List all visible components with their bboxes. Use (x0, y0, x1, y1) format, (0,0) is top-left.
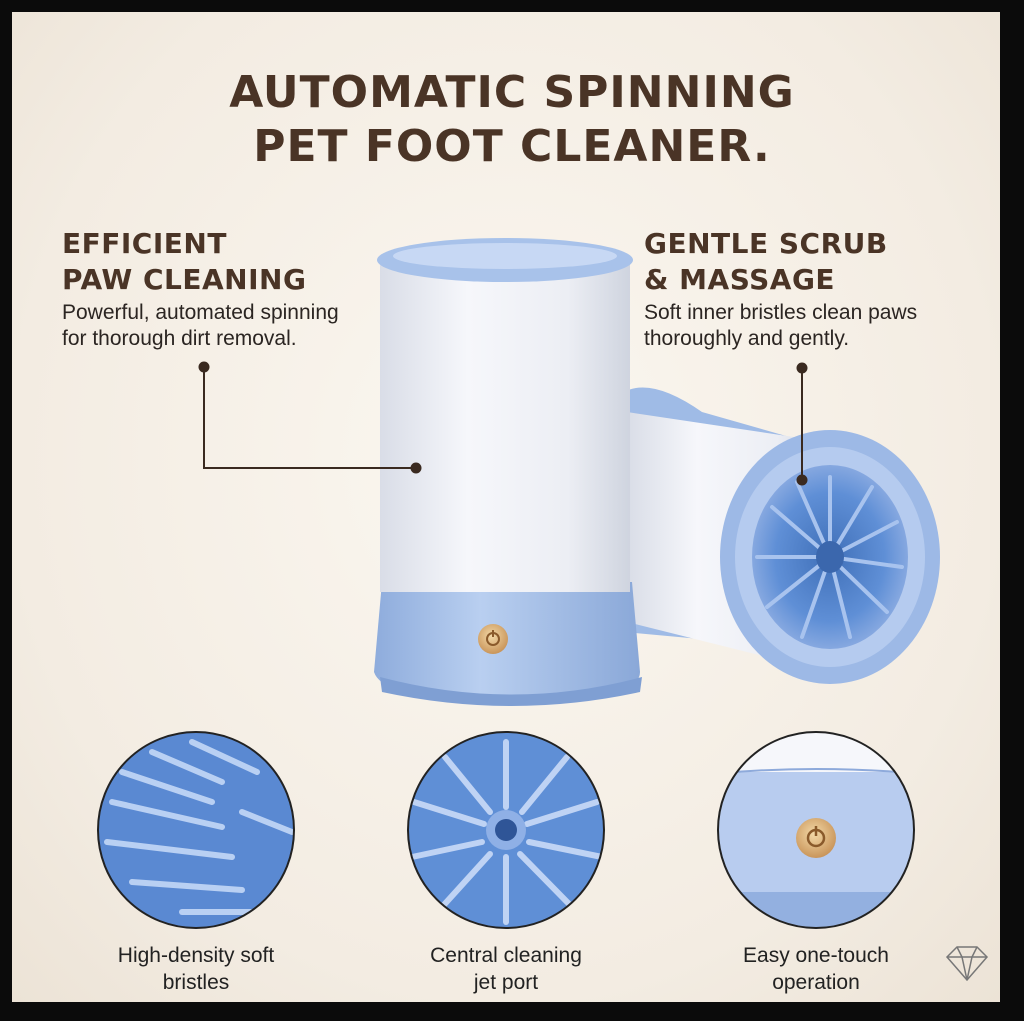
feature-left-body-line-2: for thorough dirt removal. (62, 327, 297, 350)
detail-caption-one-touch-line-1: Easy one-touch (743, 944, 889, 967)
detail-caption-bristles-line-2: bristles (162, 971, 230, 994)
detail-caption-jet-port: Central cleaning jet port (386, 942, 626, 996)
feature-right-heading-line-2: & MASSAGE (644, 263, 836, 296)
detail-caption-jet-port-line-1: Central cleaning (430, 944, 582, 967)
detail-caption-one-touch-line-2: operation (772, 971, 860, 994)
detail-caption-one-touch: Easy one-touch operation (696, 942, 936, 996)
feature-right-heading-line-1: GENTLE SCRUB (644, 227, 888, 260)
detail-caption-bristles: High-density soft bristles (76, 942, 316, 996)
title-line-1: AUTOMATIC SPINNING (229, 67, 795, 118)
detail-bristles-image (97, 731, 295, 929)
feature-left-body: Powerful, automated spinning for thoroug… (62, 300, 339, 352)
feature-left-heading-line-2: PAW CLEANING (62, 263, 307, 296)
page-title: AUTOMATIC SPINNING PET FOOT CLEANER. (12, 66, 1000, 174)
detail-caption-bristles-line-1: High-density soft (117, 944, 275, 967)
feature-right-body: Soft inner bristles clean paws thoroughl… (644, 300, 917, 352)
feature-left-body-line-1: Powerful, automated spinning (62, 301, 339, 324)
lying-cleaner-cup (624, 387, 940, 684)
feature-left-heading-line-1: EFFICIENT (62, 227, 227, 260)
detail-caption-jet-port-line-2: jet port (473, 971, 539, 994)
standing-cleaner-cup (374, 238, 642, 706)
detail-jet-port-image (407, 731, 605, 929)
callout-lines (198, 361, 808, 486)
diamond-icon (945, 946, 989, 982)
title-line-2: PET FOOT CLEANER. (253, 121, 771, 172)
power-button-icon (478, 624, 508, 654)
product-illustration (97, 238, 989, 982)
feature-right-heading: GENTLE SCRUB & MASSAGE (644, 226, 888, 298)
feature-left-heading: EFFICIENT PAW CLEANING (62, 226, 306, 298)
product-infographic: AUTOMATIC SPINNING PET FOOT CLEANER. EFF… (12, 12, 1000, 1002)
feature-right-body-line-2: thoroughly and gently. (644, 327, 850, 350)
feature-right-body-line-1: Soft inner bristles clean paws (644, 301, 918, 324)
detail-one-touch-image (717, 731, 915, 929)
